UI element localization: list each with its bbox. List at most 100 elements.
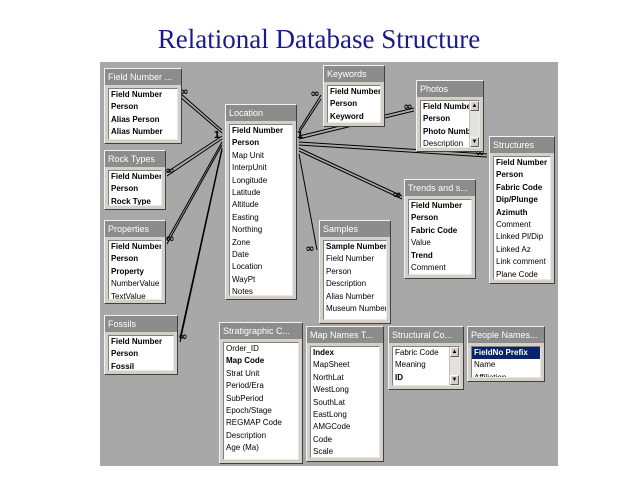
field-item[interactable]: Field Number (330, 87, 380, 96)
field-item[interactable]: Field Number (232, 126, 284, 135)
field-item[interactable]: InterpUnit (232, 163, 267, 173)
field-item[interactable]: Index (313, 348, 334, 357)
scrollbar[interactable]: ▲▼ (449, 347, 459, 385)
field-item[interactable]: Longitude (232, 175, 268, 185)
scroll-down-icon[interactable]: ▼ (470, 137, 479, 147)
field-item[interactable]: Description (423, 139, 464, 148)
field-item[interactable]: REGMAP Code (226, 418, 282, 428)
field-item[interactable]: Person (111, 254, 139, 264)
field-item[interactable]: Person (496, 170, 524, 180)
scroll-up-icon[interactable]: ▲ (450, 347, 459, 357)
field-item[interactable]: Order_ID (226, 344, 259, 353)
table-title[interactable]: Trends and s... (405, 180, 475, 196)
field-item[interactable]: Field Number (496, 158, 548, 167)
table-title[interactable]: Fossils (105, 316, 177, 332)
field-item[interactable]: EastLong (313, 410, 347, 420)
field-item[interactable]: Value (411, 238, 431, 248)
field-item[interactable]: Field Number (111, 172, 161, 181)
field-item[interactable]: Alias Number (326, 291, 375, 301)
field-item[interactable]: Date (232, 250, 249, 260)
field-item[interactable]: Linked Pl/Dip (496, 232, 544, 242)
field-item[interactable]: Age (Ma) (226, 443, 259, 453)
field-item[interactable]: Person (111, 102, 139, 112)
field-item[interactable]: Keyword (330, 111, 364, 121)
scroll-up-icon[interactable]: ▲ (470, 101, 479, 111)
table-title[interactable]: Structures (490, 137, 554, 153)
table-title[interactable]: Photos (417, 81, 483, 97)
field-item[interactable]: Alias Person (111, 114, 160, 124)
field-item[interactable]: Sample Number (326, 242, 386, 251)
field-item[interactable]: Meaning (395, 360, 426, 370)
table-title[interactable]: Map Names T... (307, 327, 383, 343)
field-item[interactable]: Location (232, 262, 263, 272)
field-item[interactable]: Comment (411, 263, 446, 273)
field-item[interactable]: Fossil (111, 361, 135, 371)
field-item[interactable]: Property (111, 266, 144, 276)
field-item[interactable]: Description (326, 279, 367, 289)
field-item[interactable]: Altitude (232, 200, 259, 210)
field-item[interactable]: Map Unit (232, 150, 265, 160)
field-item[interactable]: Strat Unit (226, 368, 260, 378)
field-item[interactable]: SubPeriod (226, 393, 264, 403)
field-item[interactable]: Alias Number (111, 127, 163, 137)
field-item[interactable]: NumberValue (111, 279, 160, 289)
field-item[interactable]: MapSheet (313, 360, 350, 370)
field-item[interactable]: SouthLat (313, 397, 346, 407)
field-item[interactable]: Plane Code (496, 269, 538, 279)
field-item[interactable]: Fabric Code (411, 225, 458, 235)
field-item[interactable]: Code (313, 434, 333, 444)
field-item[interactable]: Field Number (326, 254, 375, 264)
table-title[interactable]: Samples (320, 221, 390, 237)
table-title[interactable]: Stratigraphic C... (220, 323, 302, 339)
field-item[interactable]: Museum Number (326, 304, 386, 314)
field-item[interactable]: Affiliation (474, 372, 507, 378)
field-item[interactable]: AMGCode (313, 422, 351, 432)
field-item[interactable]: Zone (232, 237, 251, 247)
field-item[interactable]: Person (326, 266, 352, 276)
field-item[interactable]: Field Number (111, 337, 163, 346)
scroll-down-icon[interactable]: ▼ (450, 375, 459, 385)
field-item[interactable]: Name (474, 360, 496, 370)
field-item[interactable]: FieldNo Prefix (472, 347, 540, 360)
field-item[interactable]: Easting (232, 212, 259, 222)
field-item[interactable]: Field Number (411, 201, 463, 210)
field-item[interactable]: Person (111, 184, 139, 194)
field-item[interactable]: Trend (411, 250, 433, 260)
field-item[interactable]: Scale (313, 447, 334, 457)
field-item[interactable]: Description (226, 430, 267, 440)
table-title[interactable]: Rock Types (105, 151, 165, 167)
field-item[interactable]: Field Numbe (423, 102, 472, 111)
field-item[interactable]: Epoch/Stage (226, 406, 272, 416)
field-item[interactable]: NorthLat (313, 372, 344, 382)
field-item[interactable]: Northing (232, 225, 263, 235)
field-item[interactable]: Fabric Code (496, 182, 543, 192)
field-item[interactable]: WestLong (313, 385, 349, 395)
field-item[interactable]: Period/Era (226, 381, 264, 391)
field-item[interactable]: Fabric Code (395, 348, 439, 357)
field-item[interactable]: Person (232, 138, 260, 148)
table-title[interactable]: Properties (105, 221, 165, 237)
field-item[interactable]: Dip/Plunge (496, 195, 538, 205)
